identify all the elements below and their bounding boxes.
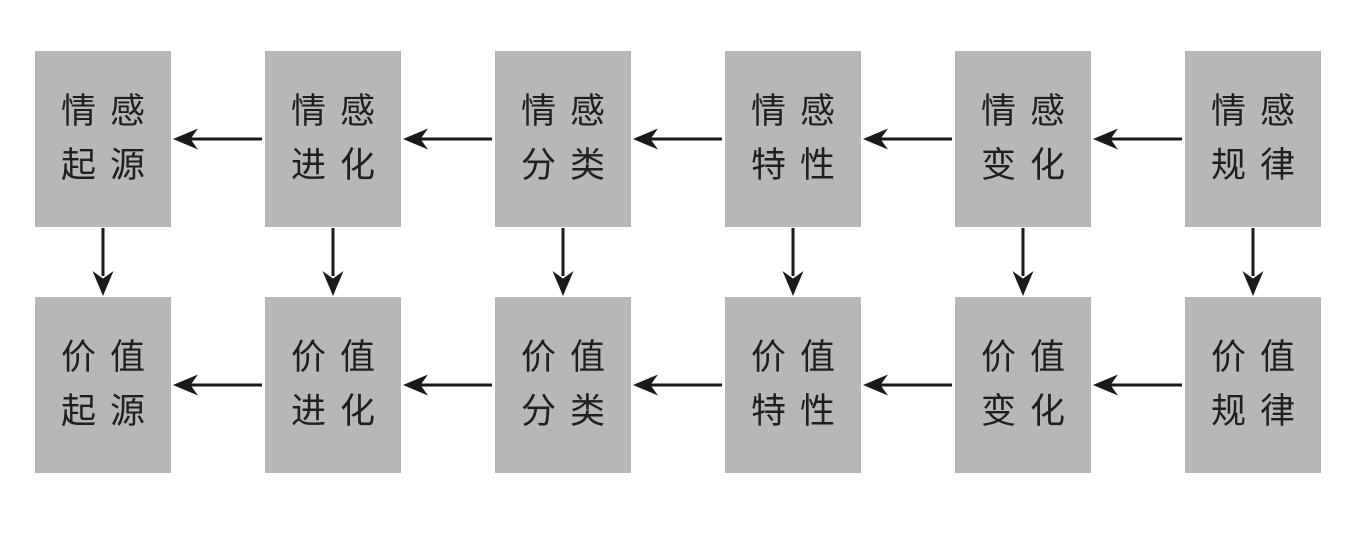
node-label-line: 起源 (60, 146, 159, 185)
node-label-line: 情感 (1210, 92, 1309, 131)
node-label-line: 规律 (1210, 146, 1309, 185)
arrow-left-icon (633, 128, 722, 150)
node-label-line: 情感 (520, 92, 619, 131)
node-label-line: 情感 (980, 92, 1079, 131)
arrow-left-icon (1093, 128, 1182, 150)
node-emotion-classification: 情感 分类 (495, 51, 631, 227)
arrow-left-icon (403, 128, 492, 150)
node-value-evolution: 价值 进化 (265, 297, 401, 473)
node-label-line: 特性 (750, 392, 849, 431)
node-label-line: 变化 (980, 146, 1079, 185)
node-label-line: 规律 (1210, 392, 1309, 431)
node-emotion-law: 情感 规律 (1185, 51, 1321, 227)
node-label-line: 价值 (1210, 338, 1309, 377)
node-emotion-evolution: 情感 进化 (265, 51, 401, 227)
arrow-down-icon (1012, 228, 1034, 296)
arrow-down-icon (782, 228, 804, 296)
node-label-line: 价值 (980, 338, 1079, 377)
node-label-line: 价值 (520, 338, 619, 377)
node-label-line: 价值 (750, 338, 849, 377)
arrow-down-icon (322, 228, 344, 296)
node-label-line: 起源 (60, 392, 159, 431)
arrow-left-icon (173, 128, 262, 150)
arrow-down-icon (552, 228, 574, 296)
arrow-left-icon (173, 374, 262, 396)
node-emotion-characteristics: 情感 特性 (725, 51, 861, 227)
arrow-left-icon (863, 128, 952, 150)
node-label-line: 情感 (60, 92, 159, 131)
node-label-line: 情感 (290, 92, 389, 131)
node-label-line: 情感 (750, 92, 849, 131)
arrow-down-icon (1242, 228, 1264, 296)
node-label-line: 进化 (290, 392, 389, 431)
node-value-classification: 价值 分类 (495, 297, 631, 473)
arrow-left-icon (633, 374, 722, 396)
node-emotion-origin: 情感 起源 (35, 51, 171, 227)
arrow-left-icon (1093, 374, 1182, 396)
node-emotion-change: 情感 变化 (955, 51, 1091, 227)
node-label-line: 分类 (520, 146, 619, 185)
node-value-origin: 价值 起源 (35, 297, 171, 473)
arrow-down-icon (92, 228, 114, 296)
node-label-line: 分类 (520, 392, 619, 431)
node-value-characteristics: 价值 特性 (725, 297, 861, 473)
node-label-line: 价值 (290, 338, 389, 377)
node-label-line: 进化 (290, 146, 389, 185)
node-label-line: 变化 (980, 392, 1079, 431)
node-value-change: 价值 变化 (955, 297, 1091, 473)
node-value-law: 价值 规律 (1185, 297, 1321, 473)
arrow-left-icon (863, 374, 952, 396)
arrow-left-icon (403, 374, 492, 396)
node-label-line: 特性 (750, 146, 849, 185)
node-label-line: 价值 (60, 338, 159, 377)
